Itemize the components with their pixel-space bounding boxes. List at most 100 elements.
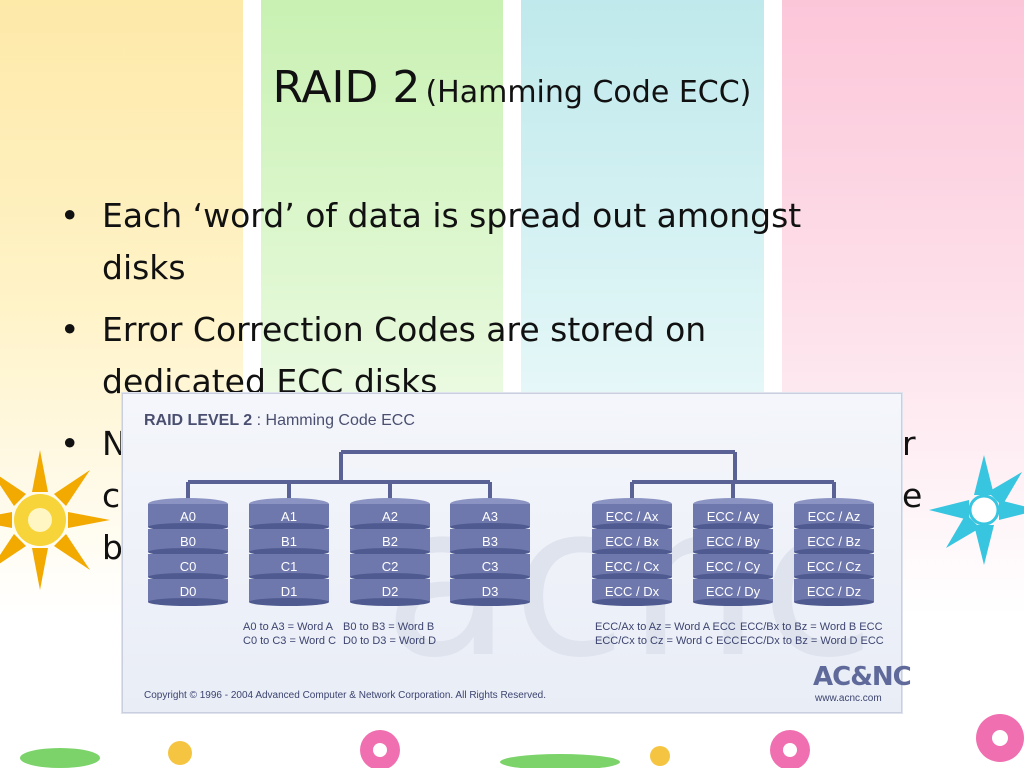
disk-block xyxy=(249,554,329,577)
disk-block xyxy=(450,579,530,602)
copyright-notice: Copyright © 1996 - 2004 Advanced Compute… xyxy=(144,690,547,701)
disk-block xyxy=(350,554,430,577)
disk-block xyxy=(450,554,530,577)
disk-block xyxy=(794,504,874,527)
disk-block-label: ECC / Dz xyxy=(807,584,861,599)
ecc-disk: ECC / Az ECC / Bz ECC / Cz ECC / Dz xyxy=(794,498,874,606)
disk-block-edge xyxy=(693,598,773,606)
diagram-title: RAID LEVEL 2 : Hamming Code ECC xyxy=(144,412,415,430)
disk-block xyxy=(148,529,228,552)
disk-block-edge xyxy=(592,598,672,606)
disk-block-label: ECC / Ay xyxy=(707,509,760,524)
diagram-title-bold: RAID LEVEL 2 xyxy=(144,412,253,429)
disk-block-label: B0 xyxy=(180,534,196,549)
disk-block xyxy=(148,579,228,602)
legend-text: D0 to D3 = Word D xyxy=(343,635,437,647)
disk-block-label: C0 xyxy=(180,559,197,574)
disk-block-edge xyxy=(148,598,228,606)
acnc-logo: AC&NC xyxy=(813,662,912,692)
disk-block-label: ECC / Dy xyxy=(706,584,761,599)
disk-block xyxy=(794,554,874,577)
ecc-disk: ECC / Ay ECC / By ECC / Cy ECC / Dy xyxy=(693,498,773,606)
disk-block xyxy=(794,529,874,552)
disk-block xyxy=(450,504,530,527)
bullet-text: b xyxy=(102,528,123,567)
disk-block-edge xyxy=(350,598,430,606)
legend-text: ECC/Dx to Bz = Word D ECC xyxy=(740,635,884,647)
disk-block xyxy=(693,579,773,602)
disk-block xyxy=(148,554,228,577)
disk-block xyxy=(592,529,672,552)
disk-block-label: A0 xyxy=(180,509,196,524)
disk-block-label: D0 xyxy=(180,584,197,599)
legend-block-ecc: ECC/Ax to Az = Word A ECC ECC/Cx to Cz =… xyxy=(595,620,739,648)
star-flower-decoration xyxy=(929,455,1024,565)
website-url: www.acnc.com xyxy=(815,693,882,704)
disk-block xyxy=(450,529,530,552)
disk-block-label: C2 xyxy=(382,559,399,574)
disk-block xyxy=(249,579,329,602)
disk-block-label: ECC / Cz xyxy=(807,559,861,574)
disk-block-label: ECC / Az xyxy=(808,509,861,524)
legend-text: B0 to B3 = Word B xyxy=(343,621,435,633)
disk-block-label: B3 xyxy=(482,534,498,549)
bullet-icon: • xyxy=(60,310,80,349)
legend-block-ecc-2: ECC/Bx to Bz = Word B ECC ECC/Dx to Bz =… xyxy=(740,620,884,648)
disk-array-graphic: acnc A0B0C0D0A1B1C1D1A2B2C2D2A3B3C3D3ECC… xyxy=(148,450,876,704)
disk-block-label: ECC / By xyxy=(706,534,760,549)
slide-title: RAID 2 (Hamming Code ECC) xyxy=(0,62,1024,113)
disk-block-label: ECC / Dx xyxy=(605,584,660,599)
bullet-item: • Each ‘word’ of data is spread out amon… xyxy=(60,190,940,294)
disk-block-label: ECC / Cx xyxy=(605,559,660,574)
bullet-icon: • xyxy=(60,196,80,235)
bullet-text: disks xyxy=(102,248,186,287)
disk-block xyxy=(592,504,672,527)
disk-block-label: D2 xyxy=(382,584,399,599)
disk-block xyxy=(350,579,430,602)
raid2-diagram: RAID LEVEL 2 : Hamming Code ECC acnc A0B… xyxy=(122,393,912,713)
disk-block-label: C1 xyxy=(281,559,298,574)
disk-block-label: A2 xyxy=(382,509,398,524)
legend-text: A0 to A3 = Word A xyxy=(243,621,333,633)
disk-block xyxy=(693,504,773,527)
legend-text: ECC/Ax to Az = Word A ECC xyxy=(595,621,736,633)
disk-block xyxy=(592,554,672,577)
legend-block-data: A0 to A3 = Word A C0 to C3 = Word C xyxy=(243,620,336,648)
bullet-text-tail: e xyxy=(902,476,923,515)
sun-flower-decoration xyxy=(0,450,110,590)
disk-block-edge xyxy=(794,598,874,606)
disk-block xyxy=(794,579,874,602)
disk-block xyxy=(592,579,672,602)
title-subtitle: (Hamming Code ECC) xyxy=(425,75,752,110)
disk-block-label: ECC / Ax xyxy=(606,509,659,524)
ecc-disk: ECC / Ax ECC / Bx ECC / Cx ECC / Dx xyxy=(592,498,672,606)
disk-block-edge xyxy=(249,598,329,606)
diagram-title-rest: : Hamming Code ECC xyxy=(252,412,415,429)
disk-block-label: D3 xyxy=(482,584,499,599)
bullet-item: • Error Correction Codes are stored on d… xyxy=(60,304,940,408)
legend-text: ECC/Bx to Bz = Word B ECC xyxy=(740,621,883,633)
bottom-flowers-decoration xyxy=(20,714,1024,768)
legend-text: ECC/Cx to Cz = Word C ECC xyxy=(595,635,740,647)
disk-block-label: A1 xyxy=(281,509,297,524)
disk-block-label: D1 xyxy=(281,584,298,599)
bullet-text-tail: r xyxy=(902,424,916,463)
disk-block-edge xyxy=(450,598,530,606)
bullet-text: c xyxy=(102,476,121,515)
disk-block-label: ECC / Cy xyxy=(706,559,761,574)
disk-block-label: ECC / Bz xyxy=(807,534,860,549)
disk-block-label: ECC / Bx xyxy=(605,534,659,549)
title-main: RAID 2 xyxy=(272,62,421,113)
bus-lines xyxy=(186,450,836,500)
bullet-text: Each ‘word’ of data is spread out amongs… xyxy=(102,196,802,235)
disk-block-label: C3 xyxy=(482,559,499,574)
legend-text: C0 to C3 = Word C xyxy=(243,635,337,647)
disk-block xyxy=(249,504,329,527)
disk-block xyxy=(693,529,773,552)
disk-block xyxy=(350,504,430,527)
